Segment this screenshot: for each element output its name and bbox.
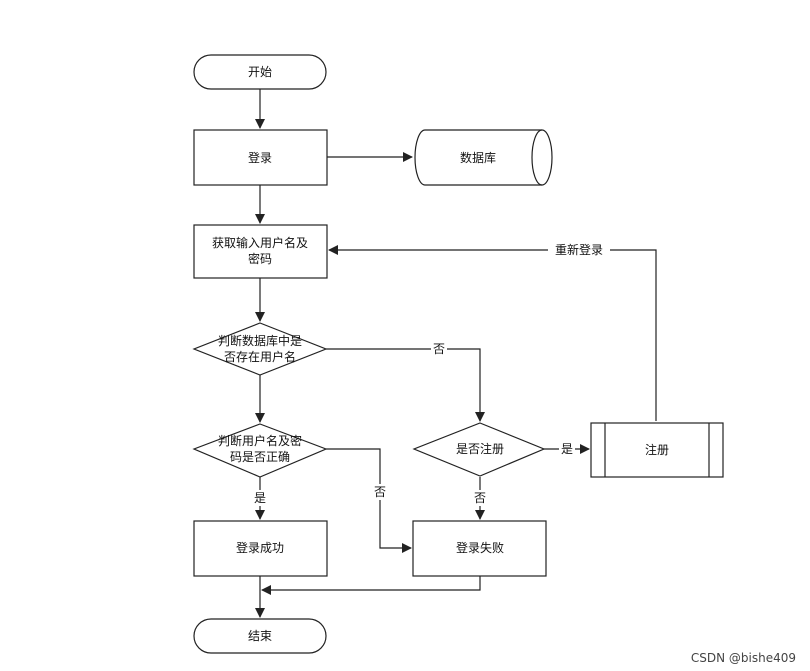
node-login-label: 登录: [248, 150, 272, 165]
node-database: 数据库: [414, 129, 553, 186]
node-database-label: 数据库: [460, 150, 496, 165]
edge-label-pwd-yes: 是: [254, 491, 266, 505]
edge-register-input: [328, 245, 657, 421]
node-get-input-line2: 密码: [248, 251, 272, 266]
node-get-input: 获取输入用户名及 密码: [193, 224, 328, 279]
node-fail-label: 登录失败: [456, 540, 504, 555]
edge-labels: 重新登录 否 是 否 是 否: [252, 242, 610, 506]
edges: [255, 89, 657, 618]
node-start: 开始: [193, 54, 327, 90]
edge-label-user-no: 否: [433, 342, 445, 356]
edge-label-reg-yes: 是: [561, 442, 573, 456]
node-is-register: 是否注册: [412, 422, 546, 477]
edge-fail-end: [261, 576, 481, 595]
node-is-register-label: 是否注册: [456, 441, 504, 456]
watermark: CSDN @bishe409: [690, 651, 796, 665]
edge-label-reg-no: 否: [474, 491, 486, 505]
node-check-user-line2: 否存在用户名: [224, 349, 296, 364]
node-fail: 登录失败: [412, 520, 547, 577]
node-check-pwd: 判断用户名及密 码是否正确: [192, 423, 328, 478]
node-register: 注册: [590, 422, 724, 478]
node-get-input-line1: 获取输入用户名及: [212, 235, 308, 250]
node-register-label: 注册: [645, 442, 669, 457]
node-check-user: 判断数据库中是 否存在用户名: [192, 322, 328, 376]
edge-label-relogin: 重新登录: [555, 242, 603, 257]
node-end: 结束: [193, 618, 327, 654]
node-success-label: 登录成功: [236, 540, 284, 555]
node-login: 登录: [193, 129, 328, 186]
edge-checkpwd-fail: [326, 448, 412, 553]
node-check-user-line1: 判断数据库中是: [218, 333, 302, 348]
node-start-label: 开始: [248, 65, 272, 79]
node-success: 登录成功: [193, 520, 328, 577]
node-check-pwd-line2: 码是否正确: [230, 450, 290, 464]
edge-checkuser-isregister: [326, 348, 485, 422]
edge-label-pwd-no: 否: [374, 485, 386, 499]
node-check-pwd-line1: 判断用户名及密: [218, 433, 302, 448]
node-end-label: 结束: [248, 629, 272, 643]
